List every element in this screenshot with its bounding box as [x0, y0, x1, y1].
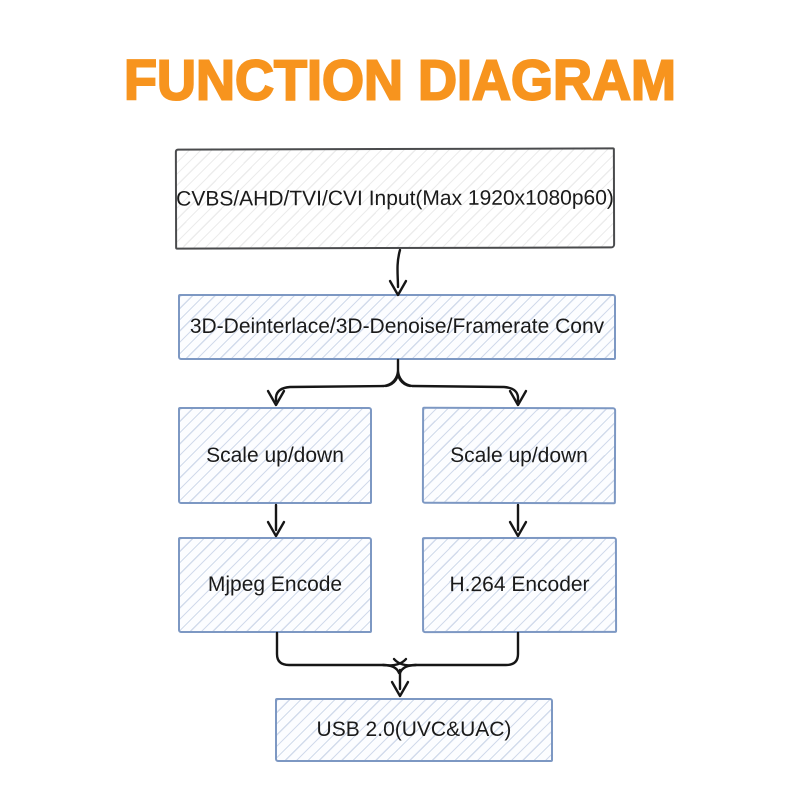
node-input-label: CVBS/AHD/TVI/CVI Input(Max 1920x1080p60): [176, 185, 614, 211]
node-scale-left-label: Scale up/down: [206, 443, 344, 467]
node-input-box: CVBS/AHD/TVI/CVI Input(Max 1920x1080p60): [174, 147, 616, 250]
arrow-scale-right-to-h264: [508, 503, 528, 538]
node-scale-right-box: Scale up/down: [421, 406, 617, 505]
arrow-input-to-preprocess: [388, 248, 408, 297]
arrow-scale-left-to-mjpeg: [266, 503, 286, 538]
arrow-preprocess-split: [266, 358, 528, 407]
node-preprocess-label: 3D-Deinterlace/3D-Denoise/Framerate Conv: [189, 315, 605, 338]
node-h264-encoder-label: H.264 Encoder: [449, 572, 590, 597]
node-scale-left-box: Scale up/down: [178, 407, 372, 504]
node-usb-output-box: USB 2.0(UVC&UAC): [275, 698, 553, 762]
node-usb-output-label: USB 2.0(UVC&UAC): [316, 718, 512, 741]
node-mjpeg-encode-box: Mjpeg Encode: [178, 537, 372, 633]
page-title: FUNCTION DIAGRAM: [123, 49, 677, 113]
node-mjpeg-encode-label: Mjpeg Encode: [207, 573, 343, 596]
arrow-merge-to-usb: [275, 631, 520, 698]
node-preprocess-box: 3D-Deinterlace/3D-Denoise/Framerate Conv: [178, 294, 616, 360]
node-h264-encoder-box: H.264 Encoder: [421, 536, 618, 634]
node-scale-right-label: Scale up/down: [450, 443, 588, 467]
